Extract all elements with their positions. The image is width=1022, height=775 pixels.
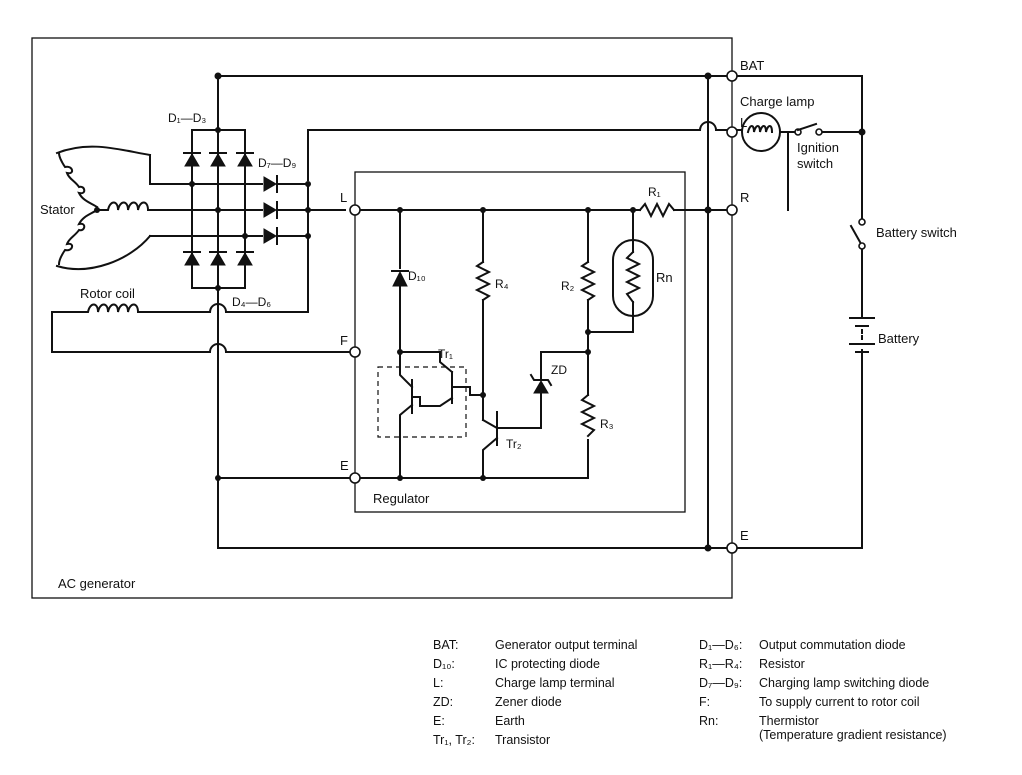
regulator-box bbox=[354, 171, 686, 513]
legend-key: L: bbox=[433, 676, 444, 690]
legend-row: D₁₀: IC protecting diode bbox=[433, 655, 637, 674]
label-charge-lamp: Charge lamp bbox=[740, 94, 814, 109]
label-d4-d6: D₄—D₆ bbox=[232, 295, 271, 309]
label-r3: R₃ bbox=[600, 417, 614, 431]
label-terminal-l-in: L bbox=[340, 190, 347, 205]
label-battery: Battery bbox=[878, 331, 920, 346]
legend-key: E: bbox=[433, 714, 445, 728]
legend-value: Charging lamp switching diode bbox=[759, 676, 930, 690]
label-r4: R₄ bbox=[495, 277, 509, 291]
battery-wire bbox=[731, 249, 863, 549]
label-rn: Rn bbox=[656, 270, 673, 285]
d10-diode bbox=[391, 270, 409, 287]
label-terminal-l-out: L bbox=[740, 115, 747, 130]
label-terminal-e-in: E bbox=[340, 458, 349, 473]
label-tr2: Tr₂ bbox=[506, 437, 522, 451]
legend-key: R₁—R₄: bbox=[699, 657, 743, 671]
label-d7-d9: D₇—D₉ bbox=[258, 156, 296, 170]
d7-d9-diodes bbox=[263, 175, 278, 245]
zd-wire bbox=[524, 351, 589, 429]
legend-row: D₇—D₉: Charging lamp switching diode bbox=[699, 674, 947, 693]
d4-d6-diodes bbox=[183, 251, 254, 266]
r3-resistor bbox=[579, 393, 597, 438]
r2-resistor bbox=[579, 260, 597, 302]
label-d10: D₁₀ bbox=[408, 269, 426, 283]
legend-value: Resistor bbox=[759, 657, 805, 671]
l-hop bbox=[698, 121, 743, 132]
tr1-transistor bbox=[399, 351, 484, 479]
legend-key: Tr₁, Tr₂: bbox=[433, 733, 475, 747]
legend-row: (Temperature gradient resistance) bbox=[699, 726, 947, 745]
label-ignition-2: switch bbox=[797, 156, 833, 171]
darlington-box bbox=[377, 366, 467, 438]
legend-key: ZD: bbox=[433, 695, 454, 709]
label-ac-generator: AC generator bbox=[58, 576, 136, 591]
label-battery-switch: Battery switch bbox=[876, 225, 957, 240]
label-regulator: Regulator bbox=[373, 491, 430, 506]
label-bat: BAT bbox=[740, 58, 764, 73]
legend-row: E: Earth bbox=[433, 712, 637, 731]
legend-key: BAT: bbox=[433, 638, 459, 652]
d1-d3-diodes bbox=[183, 152, 254, 167]
zener-diode bbox=[529, 373, 553, 394]
tr2-transistor bbox=[481, 411, 526, 479]
legend-key: D₇—D₉: bbox=[699, 676, 743, 690]
legend-row: Tr₁, Tr₂: Transistor bbox=[433, 731, 637, 750]
d7-d9-outputs bbox=[276, 183, 346, 311]
rn-thermistor bbox=[624, 250, 642, 304]
legend-right: D₁—D₆: Output commutation diode R₁—R₄: Res… bbox=[699, 636, 947, 745]
legend-value: Earth bbox=[495, 714, 525, 728]
legend-value: To supply current to rotor coil bbox=[759, 695, 920, 709]
legend-key: Rn: bbox=[699, 714, 719, 728]
label-tr1: Tr₁ bbox=[438, 347, 453, 361]
label-r1: R₁ bbox=[648, 185, 661, 199]
label-rotor-coil: Rotor coil bbox=[80, 286, 135, 301]
junction-dots bbox=[189, 72, 866, 552]
legend-value: Zener diode bbox=[495, 695, 562, 709]
legend-left: BAT: Generator output terminal D₁₀: IC pro… bbox=[433, 636, 637, 750]
label-stator: Stator bbox=[40, 202, 75, 217]
ignition-switch bbox=[794, 122, 823, 136]
label-zd: ZD bbox=[551, 363, 567, 377]
ac-generator-box bbox=[31, 37, 733, 599]
reg-e-bus bbox=[354, 439, 589, 479]
stator-coils bbox=[55, 145, 152, 270]
l-wire bbox=[307, 129, 701, 181]
legend-value: Thermistor bbox=[759, 714, 819, 728]
legend-row: L: Charge lamp terminal bbox=[433, 674, 637, 693]
legend-value: (Temperature gradient resistance) bbox=[759, 728, 947, 742]
r4-resistor bbox=[474, 260, 492, 302]
legend-row: ZD: Zener diode bbox=[433, 693, 637, 712]
battery-switch bbox=[849, 218, 866, 250]
legend-value: Transistor bbox=[495, 733, 551, 747]
legend-key: D₁—D₆: bbox=[699, 638, 743, 652]
legend-key: D₁₀: bbox=[433, 657, 455, 671]
label-ignition-1: Ignition bbox=[797, 140, 839, 155]
label-terminal-f: F bbox=[340, 333, 348, 348]
label-d1-d3: D₁—D₃ bbox=[168, 111, 206, 125]
legend-key: F: bbox=[699, 695, 711, 709]
legend-row: R₁—R₄: Resistor bbox=[699, 655, 947, 674]
rn-wire bbox=[587, 209, 634, 396]
rotor-coil bbox=[51, 303, 356, 353]
legend-value: IC protecting diode bbox=[495, 657, 600, 671]
legend-row: D₁—D₆: Output commutation diode bbox=[699, 636, 947, 655]
label-r2: R₂ bbox=[561, 279, 575, 293]
bat-wire bbox=[217, 75, 863, 221]
legend-value: Output commutation diode bbox=[759, 638, 906, 652]
legend-row: BAT: Generator output terminal bbox=[433, 636, 637, 655]
r1-resistor bbox=[638, 201, 676, 219]
terminals bbox=[349, 70, 738, 554]
charge-lamp bbox=[741, 112, 781, 152]
legend-value: Generator output terminal bbox=[495, 638, 638, 652]
legend-row: Rn: Thermistor bbox=[699, 712, 947, 731]
legend-value: Charge lamp terminal bbox=[495, 676, 615, 690]
label-terminal-r: R bbox=[740, 190, 749, 205]
label-terminal-e-out: E bbox=[740, 528, 749, 543]
legend-row: F: To supply current to rotor coil bbox=[699, 693, 947, 712]
battery bbox=[849, 317, 875, 353]
